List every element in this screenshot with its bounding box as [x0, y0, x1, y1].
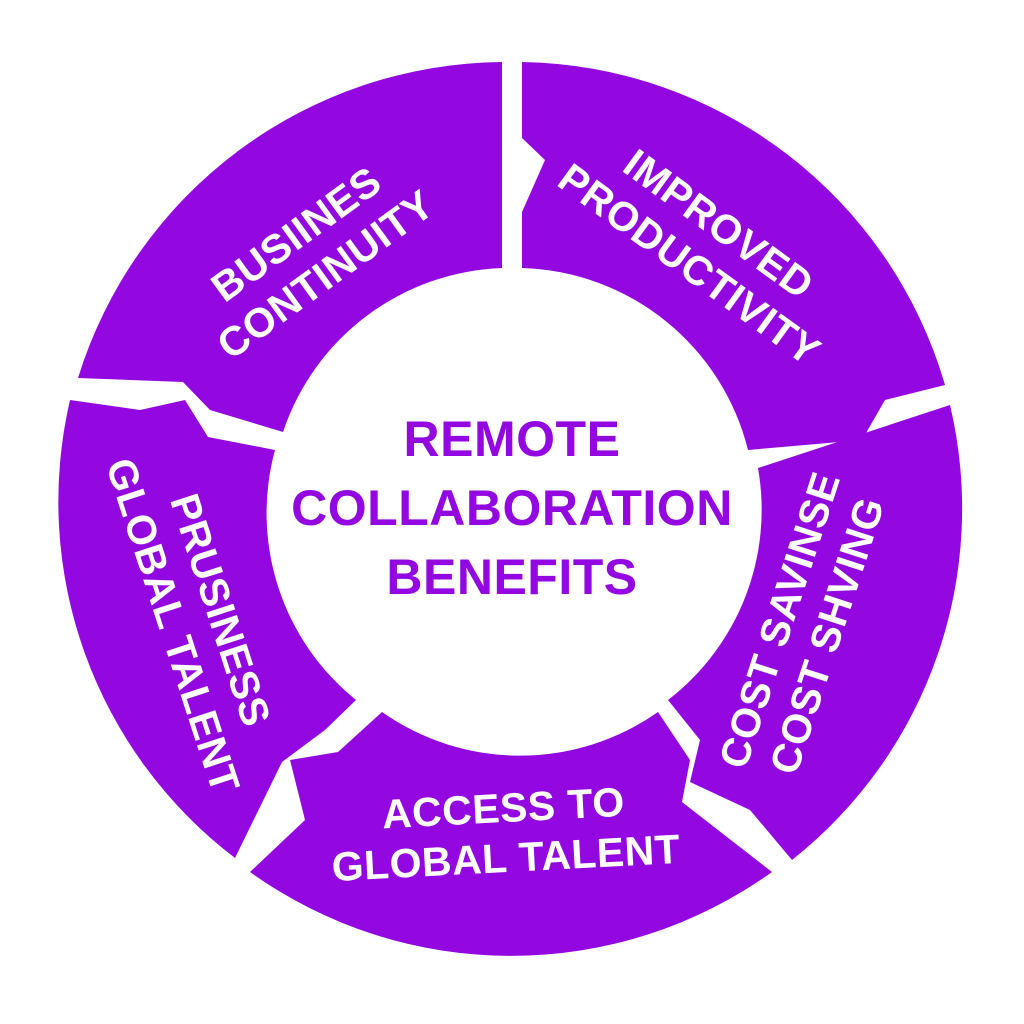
segment-cost-savings: [668, 405, 963, 860]
segment-improved-productivity: [522, 62, 945, 450]
segment-business-continuity: [78, 62, 502, 432]
segment-global-talent-left: [58, 400, 357, 858]
center-title-line1: REMOTE: [404, 411, 621, 467]
center-title-line2: COLLABORATION: [291, 480, 733, 536]
ring-segments: [58, 62, 963, 956]
center-title: REMOTE COLLABORATION BENEFITS: [291, 411, 733, 605]
segment-access-global-talent: [250, 712, 772, 956]
center-title-line3: BENEFITS: [386, 549, 637, 605]
